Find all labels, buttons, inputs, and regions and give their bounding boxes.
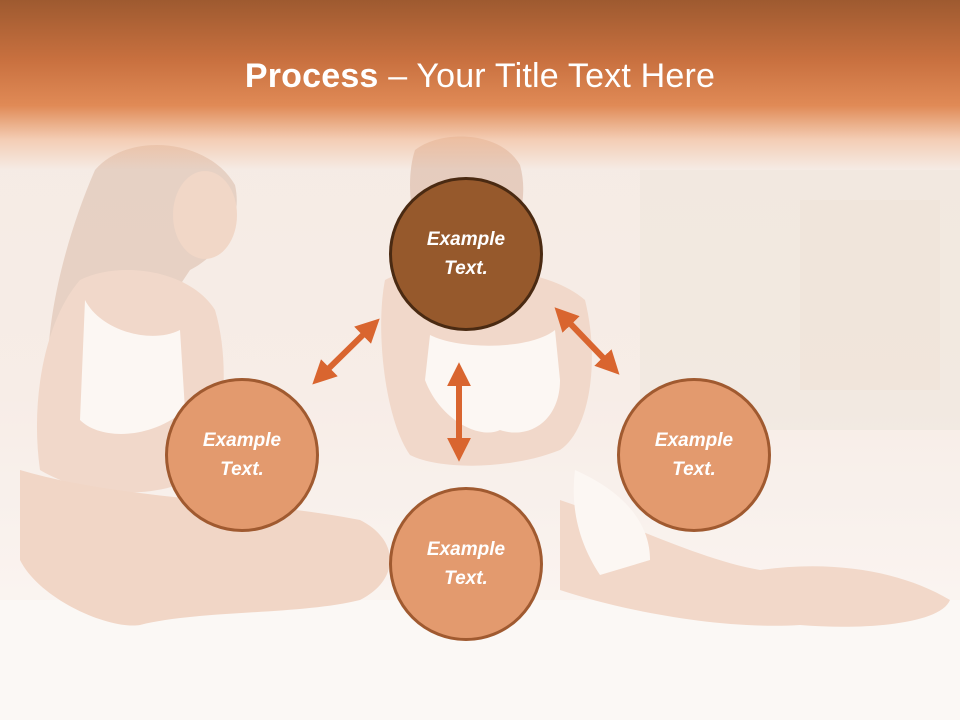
- node-top-label: Example Text.: [426, 229, 506, 279]
- node-right-label: Example Text.: [654, 430, 734, 480]
- process-node-bottom[interactable]: Example Text.: [389, 487, 543, 641]
- slide-title: Process – Your Title Text Here: [0, 54, 960, 98]
- process-node-top[interactable]: Example Text.: [389, 177, 543, 331]
- title-bold-part: Process: [244, 57, 379, 95]
- title-band: [0, 0, 960, 170]
- node-left-label: Example Text.: [202, 430, 282, 480]
- arrow-top-right: [554, 307, 620, 375]
- process-node-right[interactable]: Example Text.: [617, 378, 771, 532]
- process-node-left[interactable]: Example Text.: [165, 378, 319, 532]
- title-rest-part: – Your Title Text Here: [378, 57, 716, 95]
- node-bottom-label: Example Text.: [426, 539, 506, 589]
- arrow-top-left: [312, 318, 380, 385]
